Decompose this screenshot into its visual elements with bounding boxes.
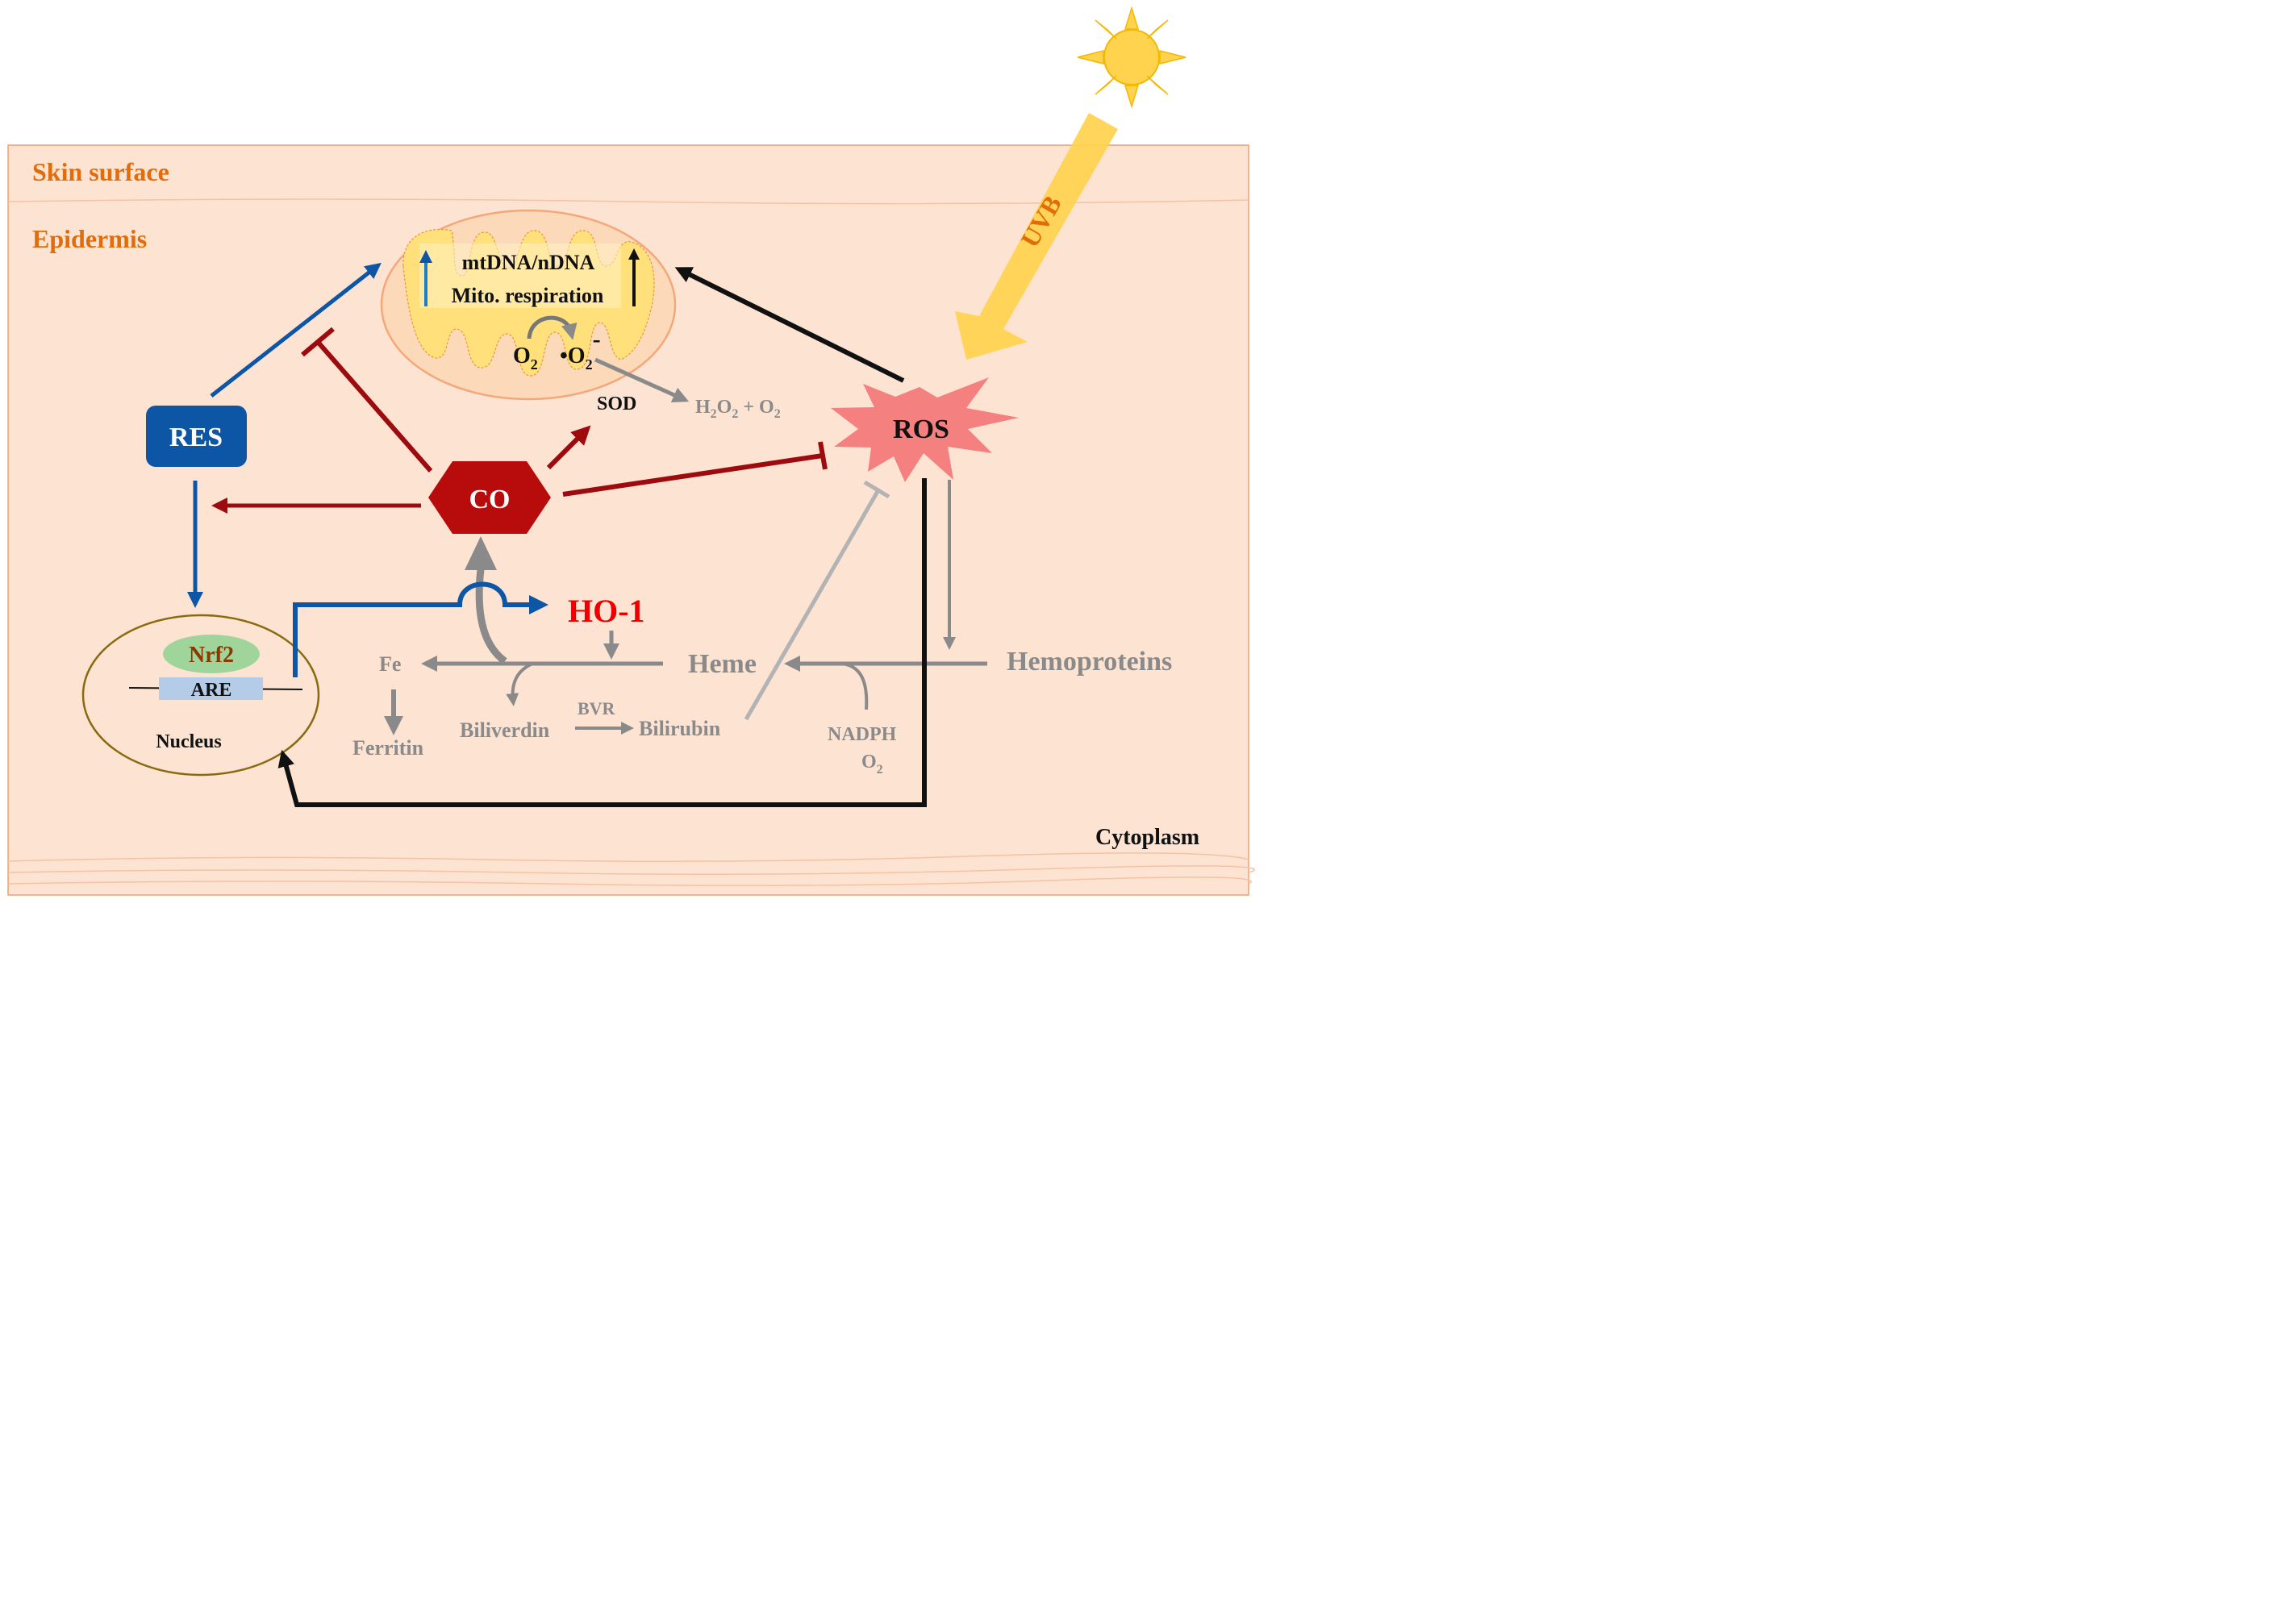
nrf2-node [163,635,260,673]
bilirubin-label: Bilirubin [639,717,721,740]
heme-to-biliverdin-arrow [506,662,533,706]
o2-conversion-arrow [527,315,578,340]
fe-label: Fe [379,652,401,676]
superoxide-label: •O2- [560,326,601,373]
res-label: RES [169,423,223,452]
pathway-diagram: Skin surface Epidermis Cytoplasm UVB mtD… [7,6,1255,896]
cytoplasm-label: Cytoplasm [1095,825,1199,850]
ros-to-nucleus-arrow [277,478,927,807]
o2-cofactor-label: O2 [861,752,883,777]
mtdna-ratio-label: mtDNA/nDNA [462,251,595,274]
ferritin-label: Ferritin [352,736,424,760]
are-label: ARE [191,680,232,701]
sun-icon [1077,6,1186,109]
h2o2-label: H2O2 + O2 [695,397,781,421]
bvr-label: BVR [578,698,616,718]
res-node: RES [146,406,247,467]
nadph-label: NADPH [828,724,897,745]
mito-respiration-label: Mito. respiration [452,284,604,307]
nucleus-label: Nucleus [156,731,221,752]
ros-to-mito-arrow [674,267,905,383]
sod-arrow [594,357,690,403]
ros-node: ROS [831,377,1019,482]
res-to-mito-arrow [210,262,382,398]
skin-surface-label: Skin surface [32,157,169,186]
mitochondrion: mtDNA/nDNA Mito. respiration O2 •O2- [380,209,677,401]
co-node: CO [428,461,551,534]
co-to-sod-arrow [546,425,591,470]
bilirubin-inhibits-ros [744,487,882,721]
co-inhibits-ros [562,453,824,497]
are-element [159,677,263,700]
co-inhibits-mito [315,340,433,473]
sod-label: SOD [597,394,636,414]
ho1-label: HO-1 [568,593,645,629]
o2-label: O2 [513,344,538,373]
nucleus: Nrf2 ARE Nucleus [81,614,320,777]
epidermis-label: Epidermis [32,224,147,253]
hemoproteins-label: Hemoproteins [1007,647,1172,677]
co-arrowhead [465,536,497,570]
are-to-ho1-arrow [293,581,548,677]
co-label: CO [469,485,511,514]
nrf2-label: Nrf2 [189,643,234,668]
biliverdin-label: Biliverdin [460,718,550,742]
co-inhibits-mito-bar [301,327,335,357]
ros-label: ROS [893,414,949,444]
heme-label: Heme [688,649,757,679]
bilirubin-inhibits-ros-bar [863,480,890,499]
nadph-cofactor-arc [841,662,869,710]
co-inhibits-ros-bar [818,441,828,470]
